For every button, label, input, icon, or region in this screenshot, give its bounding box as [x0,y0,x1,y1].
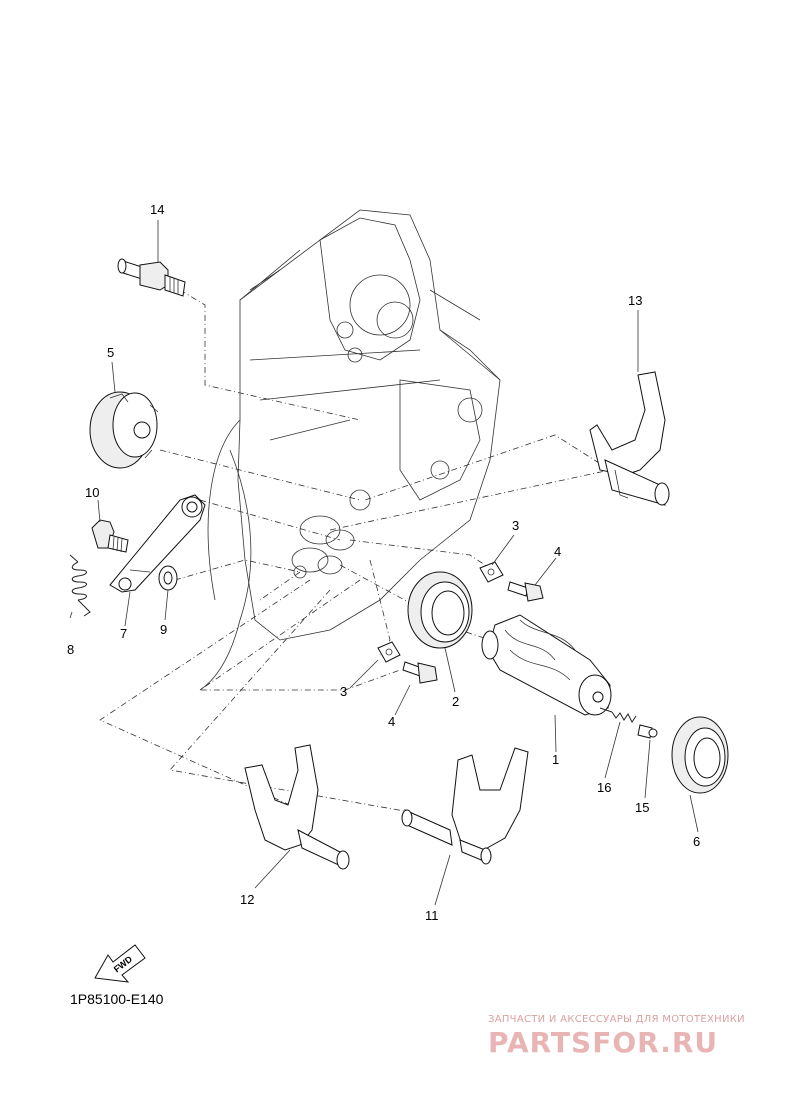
callout-7: 7 [120,626,127,641]
part-2-bearing [407,571,473,649]
crankcase [199,209,501,691]
part-15-pin [637,724,658,739]
part-10-bolt [91,519,129,553]
part-3a-plate [479,561,504,583]
callout-15: 15 [635,800,649,815]
part-4b-bolt [402,661,438,684]
callout-12: 12 [240,892,254,907]
callout-4a: 4 [554,544,561,559]
callout-11: 11 [425,908,439,923]
callout-13: 13 [628,293,642,308]
callout-3a: 3 [512,518,519,533]
callout-5: 5 [107,345,114,360]
part-11-shift-fork [401,747,529,865]
callout-1: 1 [552,752,559,767]
part-13-shift-fork [589,371,670,506]
callout-4b: 4 [388,714,395,729]
part-16-spring [599,707,637,723]
watermark: ЗАПЧАСТИ И АКСЕССУАРЫ ДЛЯ МОТОТЕХНИКИ PA… [488,1014,745,1059]
callout-14: 14 [150,202,164,217]
watermark-tagline: ЗАПЧАСТИ И АКСЕССУАРЫ ДЛЯ МОТОТЕХНИКИ [488,1014,745,1025]
callout-leaders [69,220,699,906]
part-6-bearing [671,716,729,794]
callout-3b: 3 [340,684,347,699]
callouts: 14 5 13 10 8 7 9 3 4 3 4 2 1 16 15 6 12 … [67,202,700,923]
part-14-stud-bolt [117,258,186,297]
callout-16: 16 [597,780,611,795]
part-1-shift-drum [481,614,612,716]
part-5-segment [89,391,159,469]
part-3b-plate [377,641,401,663]
part-7-stopper-lever [109,494,206,593]
part-12-shift-fork [244,744,350,870]
part-8-spring [69,554,91,617]
callout-2: 2 [452,694,459,709]
watermark-brand: PARTSFOR.RU [488,1026,718,1059]
callout-6: 6 [693,834,700,849]
part-4a-bolt [507,581,544,602]
fwd-arrow-icon: FWD [94,944,146,983]
part-code: 1P85100-E140 [70,991,164,1007]
leader-lines [99,289,612,813]
callout-9: 9 [160,622,167,637]
callout-10: 10 [85,485,99,500]
callout-8: 8 [67,642,74,657]
part-9-washer [158,565,178,591]
